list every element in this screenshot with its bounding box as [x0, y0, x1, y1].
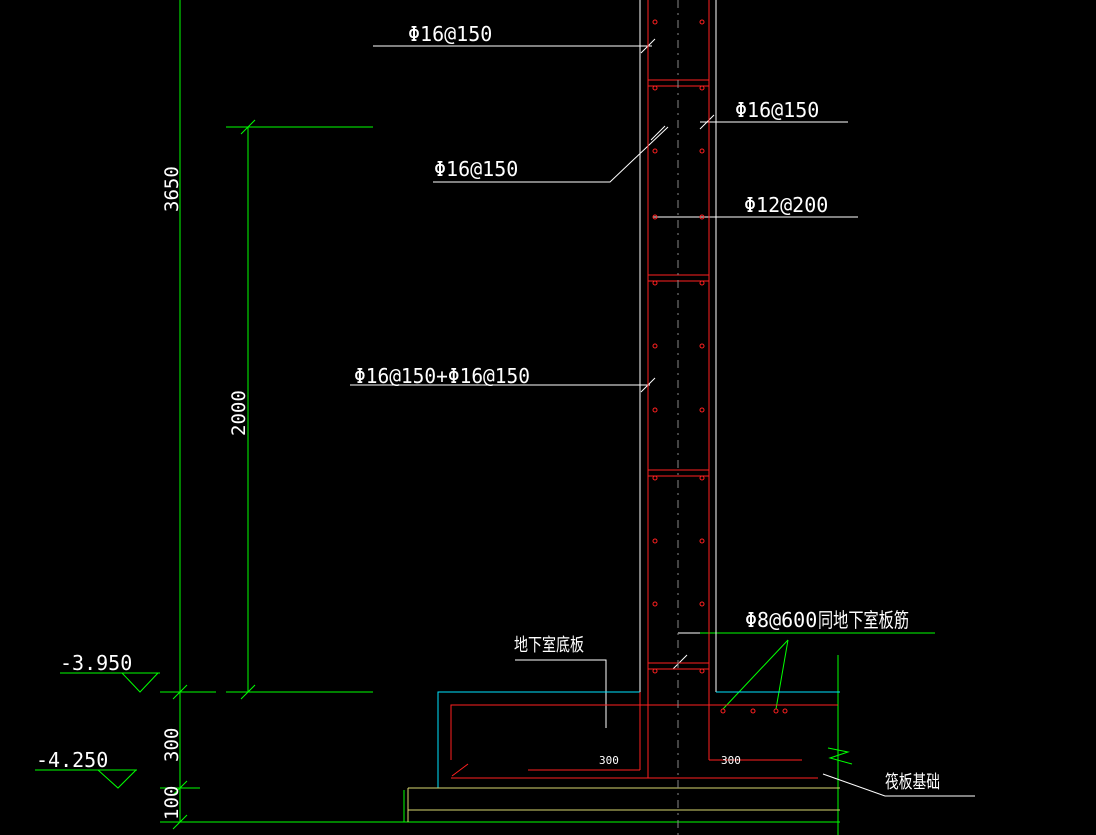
- dimension-cushion: 100: [161, 786, 183, 820]
- rebar-label-mid-left: Φ16@150: [434, 157, 518, 181]
- dimension-lines: [35, 0, 935, 835]
- rebar-label-slab-tie: Φ8@600: [745, 608, 817, 632]
- rebar-label-mid-right: Φ12@200: [744, 193, 828, 217]
- rebar-dots: [652, 19, 788, 714]
- leader-lines: [350, 38, 975, 797]
- rebar-label-upper-right: Φ16@150: [735, 98, 819, 122]
- dimension-mid: 2000: [228, 390, 250, 436]
- inner-dim-right: 300: [721, 754, 741, 767]
- wall-outline: [639, 0, 717, 692]
- dimension-total: 3650: [161, 166, 183, 212]
- dimension-slab: 300: [161, 728, 183, 762]
- basement-slab-note: 地下室底板: [514, 635, 584, 656]
- elevation-lower: -4.250: [36, 748, 108, 772]
- rebar-label-top-left: Φ16@150: [408, 22, 492, 46]
- slab-outline: [437, 691, 840, 788]
- rebar: [450, 0, 838, 779]
- rebar-label-slab-tie-note: 同地下室板筋: [818, 608, 909, 632]
- cushion-layer: [407, 787, 840, 822]
- elevation-upper: -3.950: [60, 651, 132, 675]
- raft-foundation-note: 筏板基础: [885, 772, 940, 793]
- rebar-label-lower-left: Φ16@150+Φ16@150: [354, 364, 530, 388]
- inner-dim-left: 300: [599, 754, 619, 767]
